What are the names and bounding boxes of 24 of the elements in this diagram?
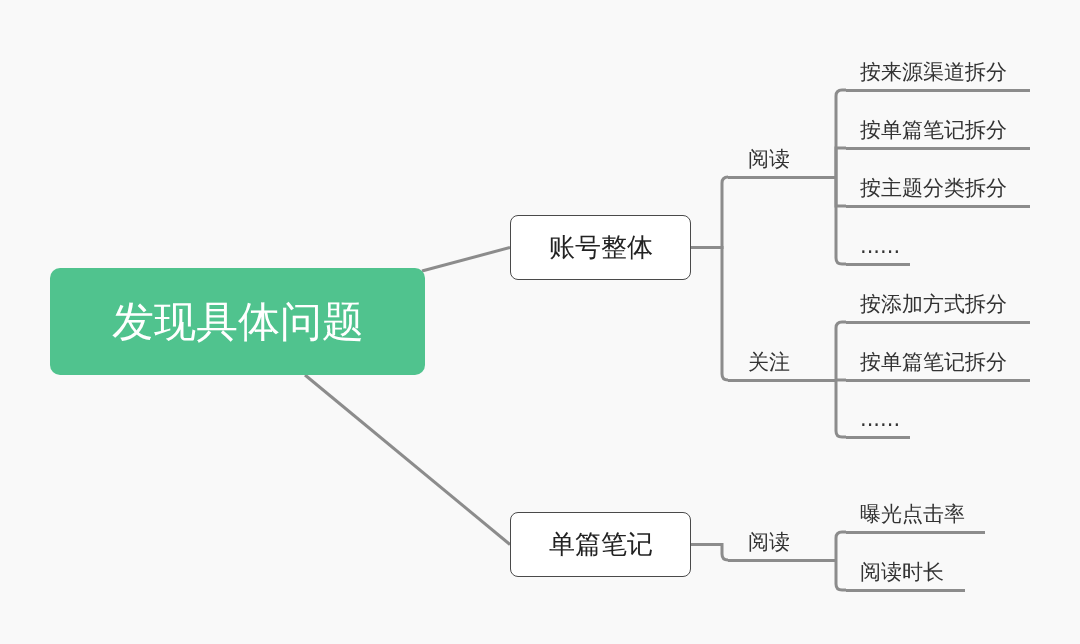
subtopic-label: 按主题分类拆分 <box>846 171 1030 208</box>
subtopic-label: 曝光点击率 <box>846 497 985 534</box>
subtopic-label: 阅读 <box>728 525 836 562</box>
subtopic-label: 按来源渠道拆分 <box>846 55 1030 92</box>
subtopic-label: 按添加方式拆分 <box>846 287 1030 324</box>
subtopic-label: ...... <box>846 402 910 439</box>
connector-line <box>304 373 511 546</box>
subtopic-label: 阅读时长 <box>846 555 965 592</box>
subtopic-label: 按单篇笔记拆分 <box>846 113 1030 150</box>
connector-line <box>834 380 846 439</box>
connector-line <box>834 320 846 380</box>
connector-line <box>834 177 846 266</box>
topic-box: 单篇笔记 <box>510 512 691 577</box>
connector-line <box>834 146 846 177</box>
central-topic-box: 发现具体问题 <box>50 268 425 375</box>
subtopic-label: 关注 <box>728 345 836 382</box>
subtopic-label: 阅读 <box>728 142 836 179</box>
connector-line <box>834 530 846 560</box>
connector-line <box>836 378 846 382</box>
connector-line <box>421 246 511 273</box>
topic-box: 账号整体 <box>510 215 691 280</box>
connector-line <box>834 560 846 592</box>
subtopic-label: ...... <box>846 229 910 266</box>
subtopic-label: 按单篇笔记拆分 <box>846 345 1030 382</box>
